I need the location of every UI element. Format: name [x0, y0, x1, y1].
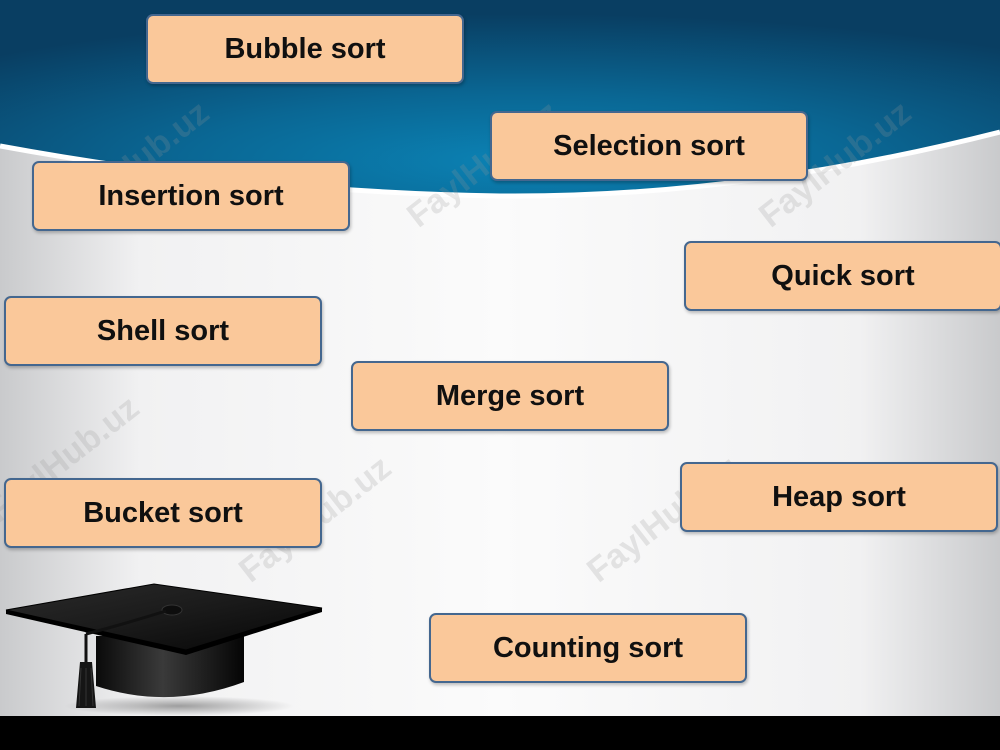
label-bubble-sort: Bubble sort	[146, 14, 464, 84]
slide: FaylHub.uz FaylHub.uz FaylHub.uz FaylHub…	[0, 0, 1000, 716]
label-selection-sort: Selection sort	[490, 111, 808, 181]
label-quick-sort: Quick sort	[684, 241, 1000, 311]
label-counting-sort: Counting sort	[429, 613, 747, 683]
label-bucket-sort: Bucket sort	[4, 478, 322, 548]
label-merge-sort: Merge sort	[351, 361, 669, 431]
label-heap-sort: Heap sort	[680, 462, 998, 532]
label-shell-sort: Shell sort	[4, 296, 322, 366]
graduation-cap-icon	[5, 583, 323, 716]
label-insertion-sort: Insertion sort	[32, 161, 350, 231]
bottom-bar	[0, 716, 1000, 750]
